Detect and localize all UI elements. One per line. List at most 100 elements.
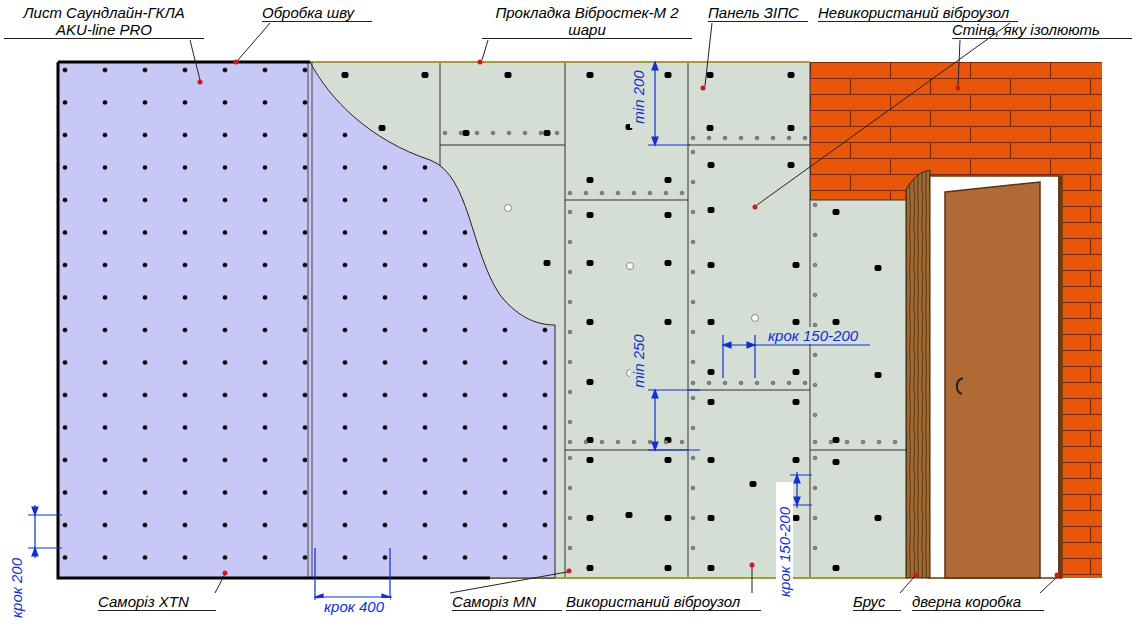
mn-screw bbox=[544, 130, 551, 136]
vibro-node bbox=[771, 381, 775, 385]
vibro-node bbox=[632, 440, 636, 444]
vibro-node bbox=[707, 381, 711, 385]
vibro-node bbox=[803, 136, 807, 140]
mn-screw bbox=[793, 369, 800, 375]
mn-screw bbox=[833, 459, 840, 465]
vibro-node bbox=[691, 456, 695, 460]
mn-screw bbox=[793, 262, 800, 268]
vibro-node bbox=[664, 191, 668, 195]
callout-label: Використаний віброузол bbox=[566, 593, 761, 611]
dimension-lines bbox=[28, 62, 870, 600]
mn-screw bbox=[707, 72, 714, 78]
mn-screw bbox=[665, 319, 672, 325]
mn-screw bbox=[708, 262, 715, 268]
vibro-node bbox=[568, 270, 572, 274]
vibro-node bbox=[648, 440, 652, 444]
vibro-node bbox=[507, 131, 511, 135]
vibro-node bbox=[707, 136, 711, 140]
callout-label: Саморіз MN bbox=[452, 593, 562, 611]
mn-screw bbox=[833, 437, 840, 443]
vibro-node bbox=[723, 381, 727, 385]
mn-screw bbox=[587, 319, 594, 325]
vibro-node bbox=[475, 131, 479, 135]
mn-screw bbox=[587, 515, 594, 521]
mn-screw bbox=[708, 457, 715, 463]
callout-label: Невикористаний віброузол bbox=[818, 4, 1018, 22]
vibro-node bbox=[813, 516, 817, 520]
vibro-node bbox=[739, 381, 743, 385]
vibro-node bbox=[568, 330, 572, 334]
door bbox=[945, 182, 1040, 578]
mn-screw bbox=[587, 260, 594, 266]
vibro-node bbox=[691, 396, 695, 400]
callout-label: дверна коробка bbox=[912, 593, 1044, 611]
vibro-node bbox=[691, 360, 695, 364]
mn-screw bbox=[707, 125, 714, 131]
vibro-node bbox=[691, 426, 695, 430]
vibro-node bbox=[691, 150, 695, 154]
mn-screw bbox=[708, 319, 715, 325]
mn-screw bbox=[793, 399, 800, 405]
vibro-node bbox=[813, 293, 817, 297]
dimension-label: крок 150-200 bbox=[776, 482, 793, 622]
mn-screw bbox=[587, 177, 594, 183]
vibro-node bbox=[568, 210, 572, 214]
vibro-node bbox=[861, 440, 865, 444]
mn-screw bbox=[708, 207, 715, 213]
mn-screw bbox=[793, 515, 800, 521]
mn-screw bbox=[708, 515, 715, 521]
mn-screw bbox=[587, 565, 594, 571]
vibro-node bbox=[739, 136, 743, 140]
mn-screw bbox=[875, 265, 882, 271]
mn-screw bbox=[708, 399, 715, 405]
dimension-label: min 250 bbox=[630, 330, 647, 392]
mn-screw bbox=[379, 125, 386, 131]
mn-screw bbox=[833, 319, 840, 325]
vibro-node bbox=[893, 440, 897, 444]
vibro-node bbox=[491, 131, 495, 135]
vibro-node bbox=[755, 136, 759, 140]
mn-screw bbox=[833, 565, 840, 571]
mn-screw bbox=[587, 379, 594, 385]
vibro-node bbox=[539, 131, 543, 135]
wood-beam bbox=[906, 170, 930, 578]
vibro-node bbox=[568, 300, 572, 304]
mn-screw bbox=[788, 162, 795, 168]
callout-label: Стіна, яку ізолюють bbox=[952, 21, 1132, 39]
vibro-node bbox=[813, 486, 817, 490]
vibro-node bbox=[600, 191, 604, 195]
vibro-node bbox=[568, 516, 572, 520]
callout-label: Обробка шву bbox=[262, 4, 372, 22]
vibro-node bbox=[680, 191, 684, 195]
vibro-node bbox=[771, 136, 775, 140]
vibro-node bbox=[877, 440, 881, 444]
mn-screw bbox=[587, 457, 594, 463]
mn-screw bbox=[626, 512, 633, 518]
vibro-node bbox=[600, 440, 604, 444]
vibro-node bbox=[813, 546, 817, 550]
vibro-node bbox=[616, 191, 620, 195]
mn-screw bbox=[422, 72, 429, 78]
callout-label: Лист Саундлайн-ГКЛА AKU-line PRO bbox=[4, 4, 204, 39]
vibro-node bbox=[813, 383, 817, 387]
mn-screw bbox=[587, 212, 594, 218]
mn-screw bbox=[708, 565, 715, 571]
mn-screw bbox=[587, 72, 594, 78]
vibro-node bbox=[803, 381, 807, 385]
vibro-node bbox=[664, 440, 668, 444]
vibro-node bbox=[648, 191, 652, 195]
dimension-label: крок 150-200 bbox=[768, 327, 868, 344]
mn-screw bbox=[665, 212, 672, 218]
vibro-node bbox=[632, 191, 636, 195]
dimension-label: крок 400 bbox=[318, 598, 390, 615]
mn-screw bbox=[788, 72, 795, 78]
vibro-node bbox=[691, 270, 695, 274]
vibro-node bbox=[523, 131, 527, 135]
mn-screw bbox=[665, 72, 672, 78]
vibro-node bbox=[691, 330, 695, 334]
brick-wall bbox=[810, 62, 1102, 578]
mn-screw bbox=[833, 209, 840, 215]
mn-screw bbox=[544, 260, 551, 266]
door-frame bbox=[928, 176, 1062, 578]
dimension-label: крок 200 bbox=[8, 548, 25, 628]
